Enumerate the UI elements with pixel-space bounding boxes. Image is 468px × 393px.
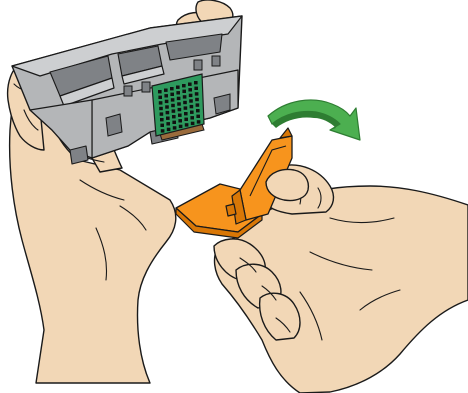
contact-pad [170, 93, 174, 96]
contact-pad [188, 88, 192, 91]
contact-pad [178, 108, 182, 111]
contact-pad [190, 111, 194, 114]
contact-pad [189, 99, 193, 102]
contact-pad [165, 105, 169, 108]
contact-pad [184, 112, 188, 115]
contact-pad [177, 102, 181, 105]
contact-pad [159, 107, 163, 110]
contact-pad [158, 90, 162, 93]
contact-pad [176, 91, 180, 94]
contact-pad [166, 117, 170, 120]
contact-pad [190, 116, 194, 119]
contact-pad [195, 92, 199, 95]
contact-pad [182, 90, 186, 93]
contact-pad [166, 111, 170, 114]
contact-pad [182, 84, 186, 87]
contact-pad [171, 98, 175, 101]
contact-pad [177, 97, 181, 100]
contact-pad [171, 104, 175, 107]
contact-pad [194, 81, 198, 84]
contact-pad [164, 94, 168, 97]
contact-pad [178, 114, 182, 117]
contact-pad [178, 119, 182, 122]
contact-pad [197, 120, 201, 123]
contact-pad [194, 87, 198, 90]
contact-pad [190, 105, 194, 108]
contact-pad [159, 101, 163, 104]
contact-pad [196, 115, 200, 118]
contact-pad [196, 109, 200, 112]
contact-pad [184, 118, 188, 121]
contact-pad [195, 98, 199, 101]
contact-pad [184, 106, 188, 109]
contact-pad [173, 126, 177, 129]
contact-pad [170, 87, 174, 90]
contact-pad [160, 124, 164, 127]
contact-pad [183, 101, 187, 104]
contact-pad [164, 89, 168, 92]
contact-pad [172, 115, 176, 118]
contact-pad [196, 103, 200, 106]
contact-pad [172, 109, 176, 112]
contact-pad [160, 112, 164, 115]
contact-pad [179, 125, 183, 128]
contact-pad [191, 122, 195, 125]
contact-pad [185, 123, 189, 126]
contact-pad [176, 86, 180, 89]
contact-pad [183, 95, 187, 98]
contact-pad [160, 118, 164, 121]
contact-pad [165, 100, 169, 103]
contact-pad [166, 122, 170, 125]
contact-pad [189, 94, 193, 97]
contact-pad [167, 128, 171, 131]
contact-pad [188, 83, 192, 86]
contact-pad [158, 96, 162, 99]
green-curved-arrow [268, 100, 360, 140]
contact-pad [172, 121, 176, 124]
contact-pad [161, 129, 165, 132]
